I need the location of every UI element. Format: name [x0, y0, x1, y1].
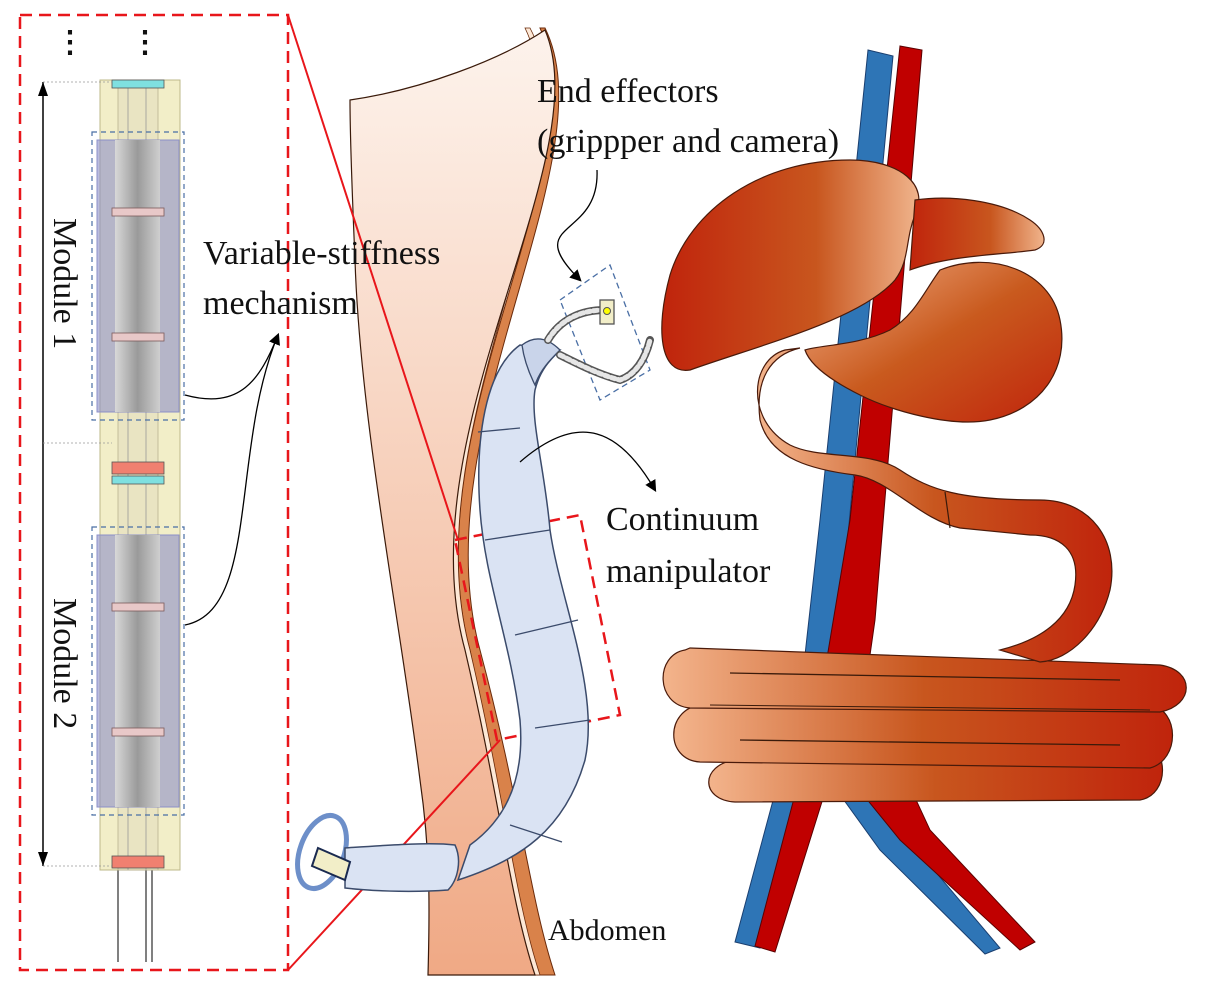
ellipsis-left: ⋮	[55, 26, 85, 59]
ring-middle-cyan	[111, 475, 165, 485]
module2-joint-1	[111, 602, 165, 612]
intestine-fold-1	[729, 672, 1121, 681]
intestine-fold-2	[739, 739, 1121, 746]
variable-stiffness-label-line2: mechanism	[203, 285, 358, 322]
liver-right-lobe	[909, 197, 1045, 271]
modular-rod-detail: ⋮ ⋮ Module 1 Module 2	[38, 26, 185, 962]
module1-label: Module 1	[46, 218, 83, 349]
end-effector-box	[559, 263, 651, 401]
liver	[661, 159, 1045, 371]
leader-variable-stiffness-1	[184, 332, 280, 400]
intestine-fold-4	[944, 491, 951, 529]
module2-box	[91, 526, 185, 816]
intestine	[662, 347, 1187, 803]
dimension-arrow-top	[38, 82, 48, 96]
camera-lens	[603, 307, 611, 315]
module2-label: Module 2	[46, 598, 83, 729]
module2-joint-2	[111, 727, 165, 737]
end-effectors-label-line1: End effectors	[537, 73, 719, 110]
ring-top-cyan	[111, 79, 165, 89]
duodenum	[757, 347, 1113, 663]
trocar	[295, 813, 460, 893]
segment-joint-3	[514, 619, 579, 636]
ellipsis-right: ⋮	[130, 26, 160, 59]
intestine-fold-3	[709, 704, 1151, 711]
module1-joint-1	[111, 207, 165, 217]
end-effectors-label-line2: (grippper and camera)	[537, 123, 839, 160]
ring-bottom-pink	[111, 855, 165, 869]
manipulator-tip	[521, 338, 561, 387]
manipulator-body	[456, 344, 589, 882]
variable-stiffness-label-line1: Variable-stiffness	[203, 235, 440, 272]
gripper-arm-inner	[557, 337, 653, 383]
abdomen-label: Abdomen	[548, 914, 666, 947]
continuum-manipulator	[456, 338, 591, 882]
liver-left-lobe	[661, 159, 920, 371]
segment-joint-5	[509, 824, 563, 843]
abdominal-wall-main	[349, 29, 556, 976]
trocar-sleeve	[344, 843, 460, 893]
segment-joint-1	[477, 427, 521, 433]
labels: End effectors (grippper and camera) Vari…	[203, 73, 839, 947]
module1-box	[91, 131, 185, 421]
continuum-label-line1: Continuum	[606, 501, 759, 538]
trocar-rod	[310, 846, 352, 882]
module1-rod	[115, 140, 160, 412]
leader-variable-stiffness-2	[184, 334, 279, 626]
intestine-loop-1	[662, 647, 1187, 713]
ring-middle-pink	[111, 461, 165, 475]
camera-arm-inner	[545, 307, 608, 343]
stomach	[804, 261, 1063, 423]
module1-joint-2	[111, 332, 165, 342]
leader-continuum	[519, 431, 657, 493]
segment-joint-4	[534, 719, 591, 729]
zoom-line-top	[287, 14, 459, 541]
continuum-label-line2: manipulator	[606, 553, 771, 590]
end-effectors	[544, 263, 654, 401]
segment-joint-2	[484, 529, 551, 541]
dimension-arrow-bottom	[38, 852, 48, 866]
leader-end-effectors	[557, 169, 598, 282]
leader-lines	[184, 169, 657, 626]
module2-rod	[115, 535, 160, 807]
abdominal-wall	[349, 27, 560, 976]
zoom-detail-box	[18, 13, 290, 972]
